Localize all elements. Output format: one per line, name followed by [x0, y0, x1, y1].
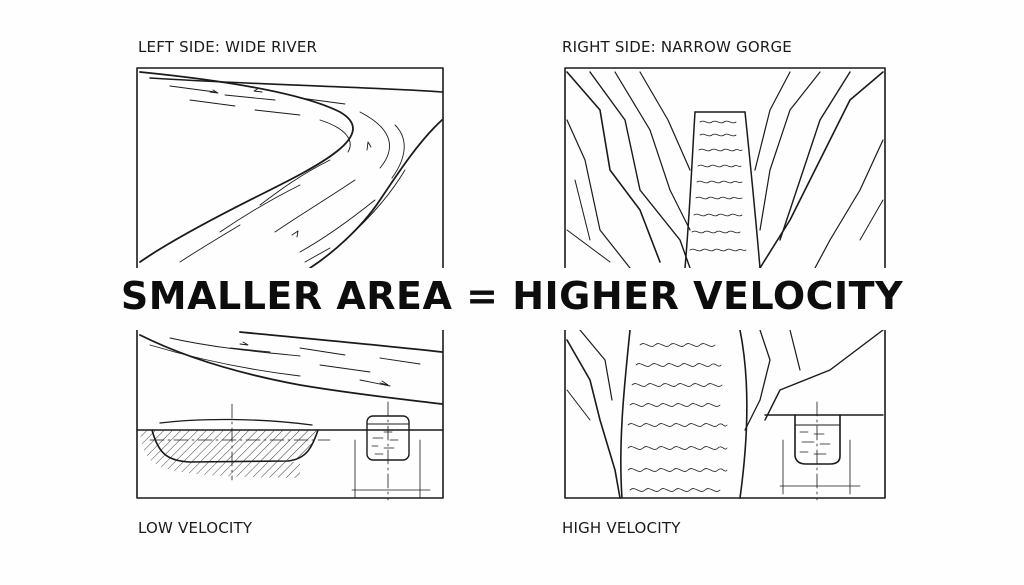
wide-river-drawing	[139, 71, 443, 405]
right-panel-title: RIGHT SIDE: NARROW GORGE	[562, 38, 792, 56]
narrow-gorge-drawing	[566, 71, 884, 499]
left-panel-title: LEFT SIDE: WIDE RIVER	[138, 38, 318, 56]
headline-banner	[0, 268, 1024, 330]
headline: SMALLER AREA = HIGHER VELOCITY	[120, 274, 904, 318]
right-panel-caption: HIGH VELOCITY	[562, 519, 681, 537]
narrow-cross-section	[764, 401, 884, 501]
wide-cross-section	[136, 401, 444, 501]
left-panel-caption: LOW VELOCITY	[138, 519, 253, 537]
